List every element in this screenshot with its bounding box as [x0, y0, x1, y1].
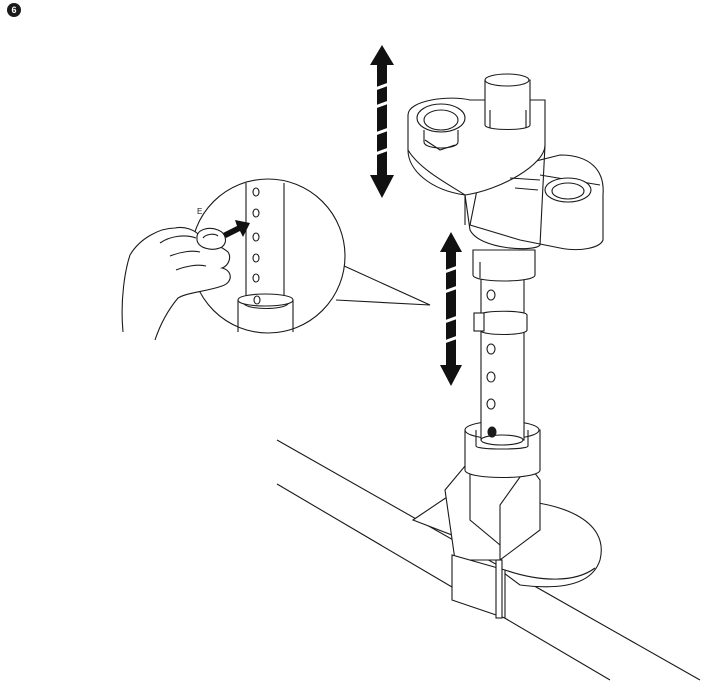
- ring-clip: [473, 310, 528, 336]
- detail-pole: [237, 183, 294, 332]
- up-down-arrow-icon: [440, 232, 462, 386]
- top-pole-stub: [484, 73, 531, 131]
- detail-callout: [190, 178, 431, 334]
- pole-holes: [486, 289, 497, 438]
- part-label: E: [197, 207, 203, 216]
- desk-clamp: [411, 459, 602, 619]
- arm-joint: [407, 97, 604, 251]
- lower-sleeve: [472, 249, 536, 282]
- up-down-arrow-icon: [370, 45, 394, 198]
- step-number-badge: 6: [7, 3, 21, 17]
- hand-with-clip: [121, 226, 231, 341]
- right-arrow-icon: [223, 220, 250, 238]
